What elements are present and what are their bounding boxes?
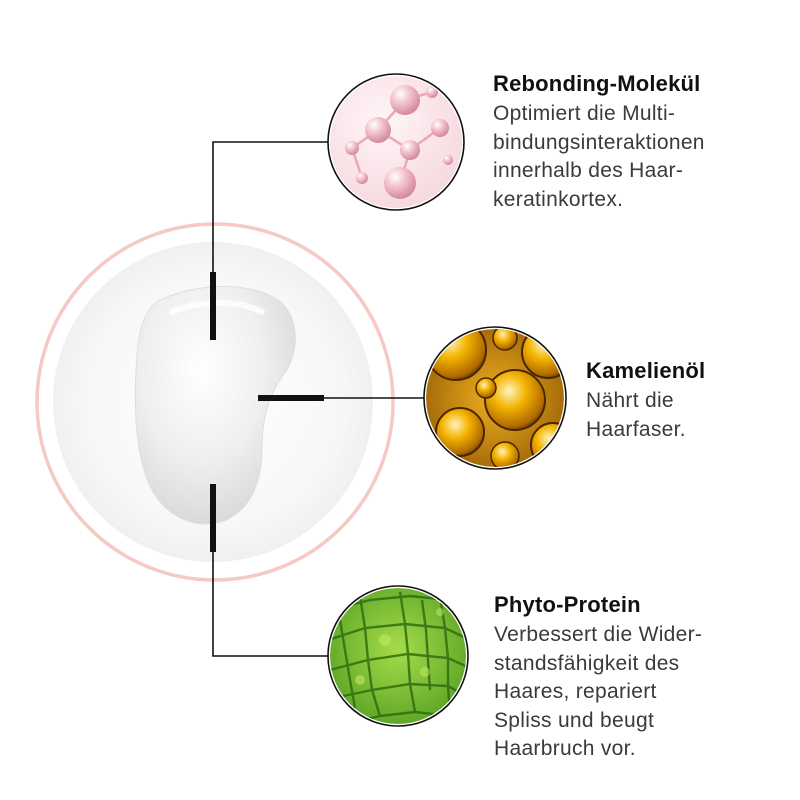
cream-highlight bbox=[169, 300, 265, 315]
connector-markers bbox=[210, 272, 324, 552]
oil-droplets-icon bbox=[423, 326, 567, 470]
feature-phyto-protein: Phyto-Protein Verbessert die Wider- stan… bbox=[494, 591, 794, 764]
description-line: keratinkortex. bbox=[493, 187, 624, 211]
feature-description: Nährt die Haarfaser. bbox=[586, 387, 786, 444]
description-line: Haares, repariert bbox=[494, 680, 657, 703]
feature-description: Verbessert die Wider- standsfähigkeit de… bbox=[494, 621, 794, 764]
halo-ring bbox=[35, 222, 395, 582]
feature-title: Rebonding-Molekül bbox=[493, 71, 701, 96]
feature-description: Optimiert die Multi- bindungsinteraktion… bbox=[493, 100, 793, 214]
molecule-icon bbox=[327, 73, 465, 211]
description-line: innerhalb des Haar- bbox=[493, 159, 684, 182]
description-line: Spliss und beugt bbox=[494, 708, 655, 732]
description-line: Nährt die bbox=[586, 389, 674, 412]
feature-rebonding-molecule: Rebonding-Molekül Optimiert die Multi- b… bbox=[493, 70, 793, 214]
description-line: bindungsinteraktionen bbox=[493, 130, 705, 154]
description-line: standsfähigkeit des bbox=[494, 651, 680, 675]
description-line: Haarfaser. bbox=[586, 417, 686, 441]
plant-cells-icon bbox=[327, 585, 469, 727]
feature-title: Phyto-Protein bbox=[494, 592, 641, 617]
feature-camellia-oil: Kamelienöl Nährt die Haarfaser. bbox=[586, 357, 786, 444]
feature-title: Kamelienöl bbox=[586, 358, 706, 383]
description-line: Optimiert die Multi- bbox=[493, 102, 676, 125]
description-line: Haarbruch vor. bbox=[494, 737, 636, 760]
description-line: Verbessert die Wider- bbox=[494, 623, 703, 646]
cream-swatch bbox=[134, 286, 296, 525]
